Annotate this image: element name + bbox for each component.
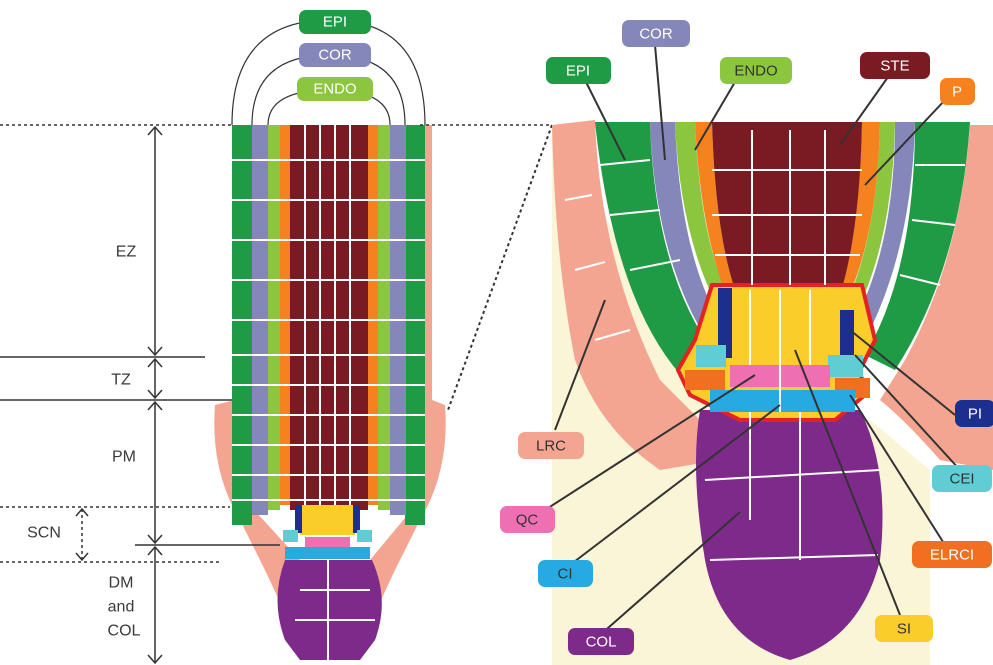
right-label-ste: STE xyxy=(860,52,930,79)
svg-text:ELRCI: ELRCI xyxy=(930,547,974,564)
zone-label-scn: SCN xyxy=(27,525,61,542)
svg-text:STE: STE xyxy=(880,58,909,75)
left-top-arcs xyxy=(232,20,425,125)
svg-text:ENDO: ENDO xyxy=(313,81,356,98)
right-label-si: SI xyxy=(875,615,933,642)
zone-label-ez: EZ xyxy=(116,244,137,261)
right-label-endo: ENDO xyxy=(720,57,792,84)
right-label-elrci: ELRCI xyxy=(912,541,992,568)
zone-label-dm-line3: COL xyxy=(108,623,141,640)
svg-text:P: P xyxy=(952,84,962,101)
left-cei-r xyxy=(357,530,372,542)
right-label-lrc: LRC xyxy=(518,432,584,459)
left-ste xyxy=(290,125,368,510)
left-root xyxy=(214,125,445,660)
left-pi-left xyxy=(295,505,302,533)
left-qc xyxy=(305,537,350,547)
left-label-epi: EPI xyxy=(299,10,371,34)
left-epi-right xyxy=(405,125,425,525)
svg-text:EPI: EPI xyxy=(323,14,347,31)
svg-text:LRC: LRC xyxy=(536,438,566,455)
left-si xyxy=(300,505,355,535)
right-cei-cell-left xyxy=(696,345,726,367)
right-pi-cell-right xyxy=(840,310,854,360)
zone-label-pm: PM xyxy=(112,449,136,466)
right-label-p: P xyxy=(940,78,975,105)
svg-text:ENDO: ENDO xyxy=(734,63,777,80)
zone-label-tz: TZ xyxy=(111,372,131,389)
right-label-pi: PI xyxy=(955,400,993,427)
zone-label-dm-line2: and xyxy=(108,599,135,616)
svg-text:COR: COR xyxy=(318,47,352,64)
right-label-cor: COR xyxy=(622,20,690,47)
svg-text:QC: QC xyxy=(516,512,539,529)
svg-text:SI: SI xyxy=(897,621,911,638)
right-ste-block xyxy=(712,122,862,295)
zone-label-dm-line1: DM xyxy=(109,575,134,592)
svg-text:CI: CI xyxy=(558,566,573,583)
left-p-left xyxy=(280,125,290,505)
left-col xyxy=(278,560,382,660)
svg-text:PI: PI xyxy=(968,406,982,423)
right-elrci-cell-left xyxy=(685,370,725,390)
left-endo-right xyxy=(378,125,390,510)
left-cei xyxy=(283,530,298,542)
svg-text:COL: COL xyxy=(586,634,617,651)
right-ci-cells xyxy=(710,390,855,412)
right-label-ci: CI xyxy=(538,560,593,587)
left-epi-left xyxy=(232,125,252,525)
zoom-guide-upper xyxy=(448,125,552,410)
right-label-epi: EPI xyxy=(546,57,611,84)
svg-text:CEI: CEI xyxy=(949,471,974,488)
right-label-col: COL xyxy=(568,628,634,655)
left-label-endo: ENDO xyxy=(297,77,373,101)
svg-text:EPI: EPI xyxy=(566,63,590,80)
left-ci xyxy=(285,547,370,559)
right-label-cei: CEI xyxy=(932,465,992,492)
svg-text:COR: COR xyxy=(639,26,673,43)
right-label-qc: QC xyxy=(500,506,555,533)
left-label-cor: COR xyxy=(299,43,371,67)
left-endo-left xyxy=(268,125,280,510)
left-p-right xyxy=(368,125,378,505)
left-pi-right xyxy=(353,505,360,533)
